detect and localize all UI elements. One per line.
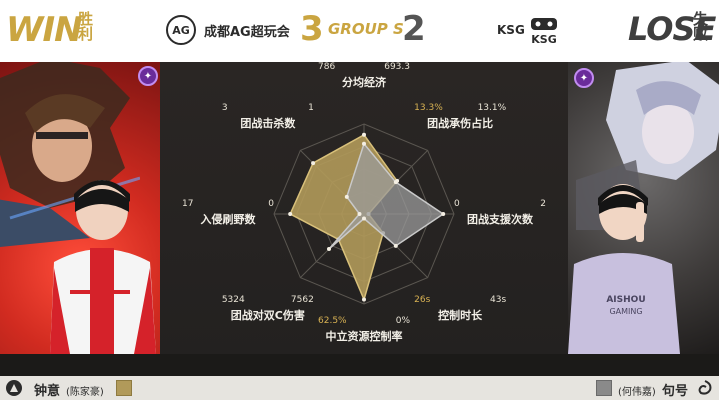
- right-player-color-swatch: [596, 380, 612, 396]
- right-team-name: KSG: [497, 23, 525, 37]
- metric-label: 入侵刷野数: [200, 213, 256, 226]
- radar-data-point: [393, 180, 398, 185]
- radar-data-point: [441, 212, 446, 216]
- metric-right-value: 1: [308, 102, 314, 113]
- metric-right-value: 2: [540, 199, 546, 209]
- ag-team-logo: AG: [166, 15, 196, 45]
- radar-data-point: [357, 212, 362, 216]
- radar-data-point: [362, 297, 366, 302]
- left-role-icon: [6, 380, 22, 396]
- radar-data-point: [288, 212, 293, 216]
- radar-data-point: [393, 243, 398, 248]
- radar-data-point: [362, 141, 366, 146]
- metric-left-value: 5324: [221, 295, 245, 306]
- radar-data-point: [344, 194, 349, 199]
- metric-left-value: 17: [182, 199, 194, 209]
- metric-left-value: 0: [454, 199, 460, 209]
- ksg-team-logo: KSG: [531, 18, 557, 46]
- right-role-icon: [698, 380, 712, 395]
- right-player-panel: AISHOU GAMING ✦: [568, 62, 719, 354]
- metric-label: 团战承伤占比: [427, 116, 494, 130]
- left-player-name: 钟意: [34, 384, 61, 399]
- metric-left-value: 786: [318, 62, 336, 72]
- metric-label: 中立资源控制率: [325, 330, 403, 343]
- metric-left-value: 26s: [414, 295, 431, 306]
- metric-avg-gold: 786 693.3 分均经济: [304, 62, 424, 90]
- metric-left-value: 13.3%: [414, 102, 443, 113]
- metric-right-value: 0: [268, 199, 274, 209]
- metric-label: 分均经济: [342, 76, 386, 89]
- match-label: GROUP S: [328, 20, 404, 38]
- radar-chart: [273, 123, 455, 305]
- lose-cn-label: 失败: [693, 10, 709, 43]
- left-team-name: 成都AG超玩会: [204, 25, 290, 40]
- radar-data-point: [311, 161, 316, 166]
- left-player-photo: [50, 180, 156, 354]
- win-label: WIN: [6, 10, 83, 50]
- lose-label: LOSE: [628, 10, 716, 48]
- metric-right-value: 13.1%: [477, 102, 507, 113]
- metric-right-value: 43s: [490, 295, 507, 306]
- metric-teamfight-kills: 3 1 团战击杀数: [208, 103, 328, 131]
- left-player-color-swatch: [116, 380, 132, 396]
- metric-right-value: 7562: [290, 295, 314, 306]
- left-rank-badge-icon: ✦: [138, 66, 158, 86]
- metric-left-value: 62.5%: [318, 316, 347, 326]
- metric-neutral-resource-rate: 62.5% 0% 中立资源控制率: [304, 316, 424, 344]
- right-player-photo: AISHOU GAMING: [568, 184, 680, 354]
- metric-carry-damage: 5324 7562 团战对双C伤害: [208, 295, 328, 323]
- metric-label: 团战击杀数: [240, 116, 296, 130]
- svg-text:GAMING: GAMING: [609, 307, 642, 316]
- metric-support-count: 0 2 团战支援次数: [440, 199, 560, 227]
- right-player-real-name: (何伟嘉): [618, 387, 656, 398]
- left-team-score: 3: [300, 9, 324, 49]
- radar-data-point: [326, 247, 331, 252]
- metric-damage-taken-share: 13.3% 13.1% 团战承伤占比: [400, 103, 520, 131]
- right-team-score: 2: [402, 9, 426, 49]
- metric-left-value: 3: [221, 102, 228, 113]
- scoreboard-header: WIN 胜利 AG 成都AG超玩会 3 GROUP S 2 KSG KSG LO…: [0, 0, 719, 62]
- metric-control-time: 26s 43s 控制时长: [400, 295, 520, 323]
- win-cn-label: 胜利: [78, 10, 94, 43]
- right-rank-badge-icon: ✦: [574, 68, 594, 88]
- radar-comparison-panel: 786 693.3 分均经济 13.3% 13.1% 团战承伤占比 0 2 团战支援次…: [160, 62, 568, 354]
- metric-right-value: 0%: [395, 316, 410, 326]
- svg-text:AISHOU: AISHOU: [606, 295, 645, 305]
- metric-right-value: 693.3: [384, 62, 410, 72]
- metric-label: 团战支援次数: [467, 213, 533, 226]
- left-player-panel: ✦: [0, 62, 160, 354]
- radar-data-point: [362, 132, 366, 137]
- metric-label: 团战对双C伤害: [230, 309, 305, 323]
- metric-invade-jungle: 17 0 入侵刷野数: [168, 199, 288, 227]
- svg-text:KSG: KSG: [531, 33, 556, 46]
- radar-data-point: [362, 216, 366, 221]
- right-player-name: 句号: [662, 384, 689, 399]
- left-player-real-name: (陈家豪): [66, 387, 104, 398]
- metric-label: 控制时长: [438, 309, 483, 323]
